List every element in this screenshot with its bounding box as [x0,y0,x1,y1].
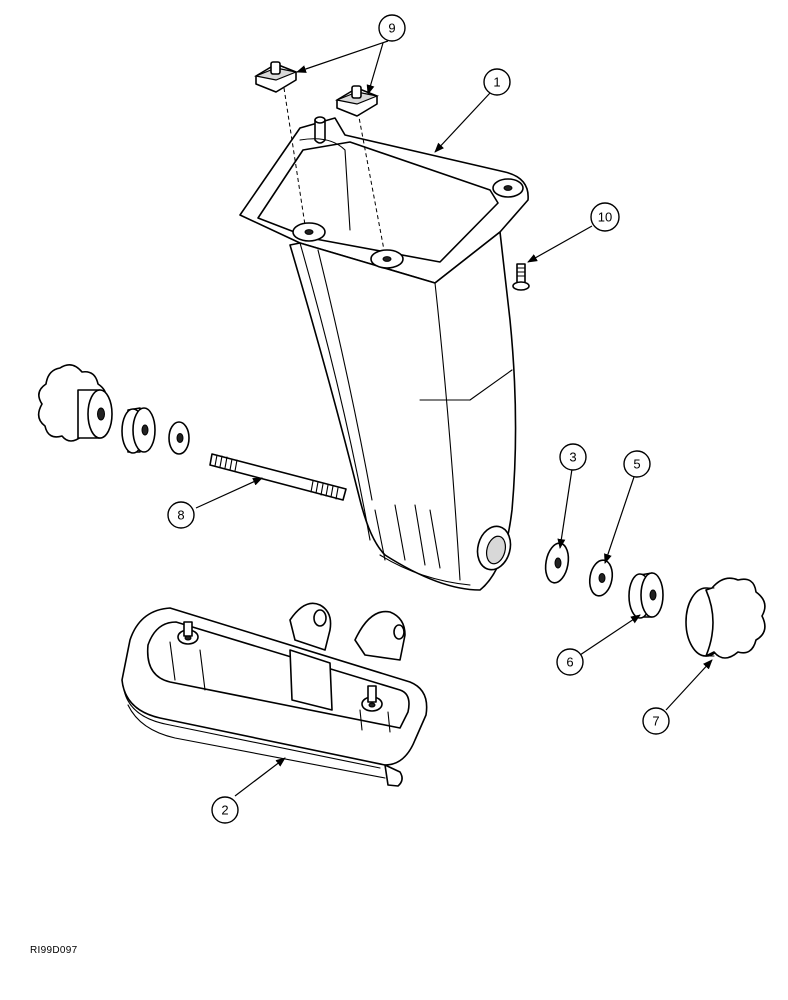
callout-1: 1 [483,68,511,96]
washer-left [168,421,190,455]
clip-nut-part-9-right [334,85,380,117]
callout-label-1: 1 [493,75,500,90]
callout-label-2: 2 [221,803,228,818]
callout-6: 6 [556,648,584,676]
clip-nut-part-9-left [253,61,299,93]
drawing-reference-code: RI99D097 [30,945,78,956]
washer-part-3 [544,542,570,584]
spacer-left [121,407,156,454]
knob-part-7 [685,577,766,659]
base-tray-part-2 [121,602,428,787]
housing-part-1 [239,116,529,591]
knob-left [37,364,113,442]
callout-7: 7 [642,707,670,735]
callout-10: 10 [590,202,620,232]
threaded-rod-part-8 [209,453,347,501]
callout-label-5: 5 [633,457,640,472]
screw-part-10 [512,263,530,291]
callout-label-6: 6 [566,655,573,670]
callout-label-10: 10 [598,210,612,225]
alignment-line-right [357,111,385,251]
callout-5: 5 [623,450,651,478]
callout-8: 8 [167,501,195,529]
callout-3: 3 [559,443,587,471]
callout-label-7: 7 [652,714,659,729]
alignment-line-left [283,87,306,226]
callout-9: 9 [378,14,406,42]
spacer-part-6 [628,572,664,619]
washer-part-5 [588,559,614,597]
callout-label-8: 8 [177,508,184,523]
callout-2: 2 [211,796,239,824]
callout-label-3: 3 [569,450,576,465]
callout-label-9: 9 [388,21,395,36]
leader-lines [195,40,713,797]
